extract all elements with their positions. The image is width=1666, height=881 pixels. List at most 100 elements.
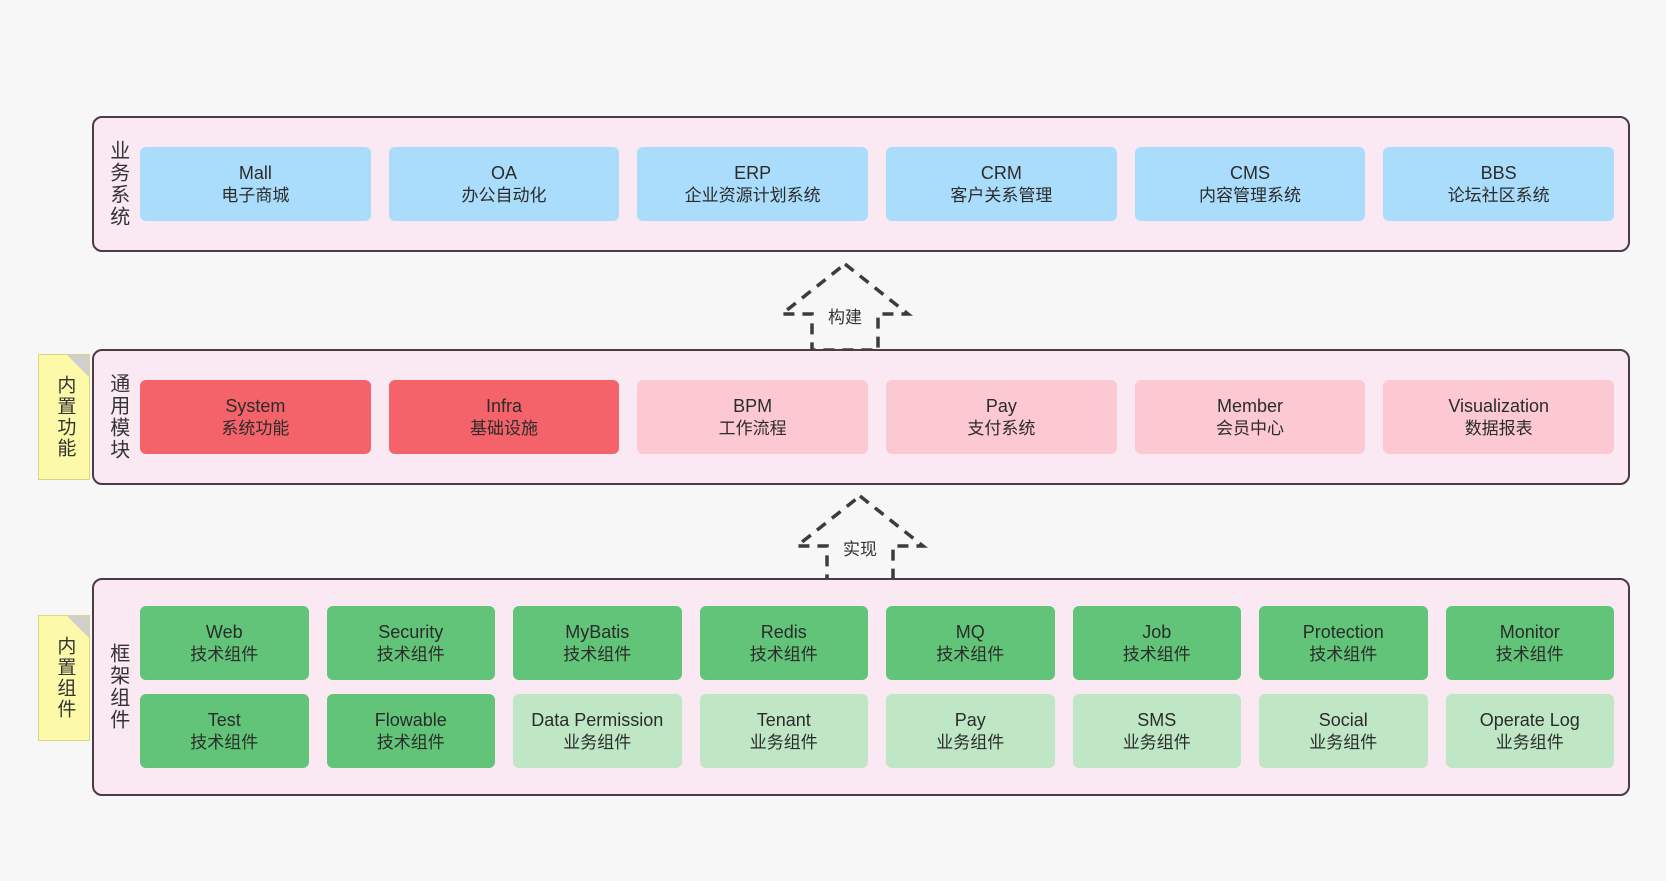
node-operate-log[interactable]: Operate Log 业务组件 bbox=[1445, 694, 1614, 768]
node-title: Tenant bbox=[756, 709, 811, 730]
node-test[interactable]: Test 技术组件 bbox=[140, 694, 309, 768]
node-mq[interactable]: MQ 技术组件 bbox=[886, 606, 1055, 680]
node-title: Infra bbox=[485, 395, 523, 416]
node-subtitle: 业务组件 bbox=[1495, 732, 1564, 752]
node-subtitle: 客户关系管理 bbox=[950, 185, 1053, 205]
node-social[interactable]: Social 业务组件 bbox=[1259, 694, 1428, 768]
node-title: Redis bbox=[760, 621, 807, 642]
node-subtitle: 技术组件 bbox=[376, 644, 445, 664]
layer-common-module-body: System 系统功能 Infra 基础设施 BPM 工作流程 Pay 支付系统… bbox=[140, 351, 1628, 483]
node-job[interactable]: Job 技术组件 bbox=[1072, 606, 1241, 680]
node-title: System bbox=[225, 395, 286, 416]
node-oa[interactable]: OA 办公自动化 bbox=[388, 147, 620, 221]
node-subtitle: 技术组件 bbox=[190, 732, 259, 752]
layer-common-module-title: 通用模块 bbox=[106, 373, 129, 461]
node-subtitle: 支付系统 bbox=[967, 418, 1036, 438]
node-subtitle: 技术组件 bbox=[936, 644, 1005, 664]
node-title: Job bbox=[1142, 621, 1172, 642]
node-title: CRM bbox=[980, 162, 1022, 183]
node-visualization[interactable]: Visualization 数据报表 bbox=[1383, 380, 1615, 454]
node-title: Data Permission bbox=[531, 709, 664, 730]
framework-node-row-1: Web 技术组件 Security 技术组件 MyBatis 技术组件 Redi… bbox=[140, 606, 1614, 680]
node-pay-module[interactable]: Pay 支付系统 bbox=[886, 380, 1117, 454]
connector-build-label: 构建 bbox=[828, 308, 862, 327]
node-subtitle: 论坛社区系统 bbox=[1447, 185, 1550, 205]
node-redis[interactable]: Redis 技术组件 bbox=[699, 606, 868, 680]
node-data-permission[interactable]: Data Permission 业务组件 bbox=[513, 694, 682, 768]
node-protection[interactable]: Protection 技术组件 bbox=[1259, 606, 1428, 680]
node-title: Test bbox=[207, 709, 241, 730]
node-sms[interactable]: SMS 业务组件 bbox=[1072, 694, 1241, 768]
connector-build: 构建 bbox=[760, 258, 930, 354]
node-infra[interactable]: Infra 基础设施 bbox=[388, 380, 620, 454]
node-subtitle: 企业资源计划系统 bbox=[684, 185, 821, 205]
node-monitor[interactable]: Monitor 技术组件 bbox=[1445, 606, 1614, 680]
node-subtitle: 会员中心 bbox=[1216, 418, 1285, 438]
common-node-row: System 系统功能 Infra 基础设施 BPM 工作流程 Pay 支付系统… bbox=[140, 380, 1615, 454]
node-title: OA bbox=[491, 162, 518, 183]
node-title: Visualization bbox=[1448, 395, 1550, 416]
node-title: Mall bbox=[238, 162, 272, 183]
node-subtitle: 业务组件 bbox=[1122, 732, 1191, 752]
node-system[interactable]: System 系统功能 bbox=[140, 380, 371, 454]
node-title: Monitor bbox=[1499, 621, 1560, 642]
note-builtin-features: 内置功能 bbox=[38, 354, 90, 480]
node-title: Pay bbox=[985, 395, 1017, 416]
node-title: Flowable bbox=[374, 709, 447, 730]
node-subtitle: 技术组件 bbox=[749, 644, 818, 664]
node-subtitle: 业务组件 bbox=[563, 732, 632, 752]
node-subtitle: 技术组件 bbox=[190, 644, 259, 664]
layer-framework-component: 框架组件 Web 技术组件 Security 技术组件 MyBatis 技术组件… bbox=[92, 578, 1630, 796]
node-title: MyBatis bbox=[565, 621, 630, 642]
node-title: MQ bbox=[955, 621, 985, 642]
connector-implement: 实现 bbox=[775, 490, 945, 586]
node-title: SMS bbox=[1137, 709, 1177, 730]
node-title: BPM bbox=[733, 395, 773, 416]
node-mybatis[interactable]: MyBatis 技术组件 bbox=[513, 606, 682, 680]
node-title: Pay bbox=[954, 709, 986, 730]
node-subtitle: 技术组件 bbox=[1309, 644, 1378, 664]
node-subtitle: 数据报表 bbox=[1464, 418, 1533, 438]
node-title: Operate Log bbox=[1479, 709, 1580, 730]
layer-business-system: 业务系统 Mall 电子商城 OA 办公自动化 ERP 企业资源计划系统 CRM bbox=[92, 116, 1630, 252]
node-bbs[interactable]: BBS 论坛社区系统 bbox=[1383, 147, 1615, 221]
node-subtitle: 业务组件 bbox=[749, 732, 818, 752]
node-subtitle: 工作流程 bbox=[718, 418, 787, 438]
node-subtitle: 业务组件 bbox=[1309, 732, 1378, 752]
node-title: Web bbox=[205, 621, 243, 642]
node-subtitle: 电子商城 bbox=[221, 185, 290, 205]
node-title: ERP bbox=[734, 162, 772, 183]
business-node-row: Mall 电子商城 OA 办公自动化 ERP 企业资源计划系统 CRM 客户关系… bbox=[140, 147, 1615, 221]
node-pay-component[interactable]: Pay 业务组件 bbox=[886, 694, 1055, 768]
node-title: Member bbox=[1217, 395, 1284, 416]
framework-node-row-2: Test 技术组件 Flowable 技术组件 Data Permission … bbox=[140, 694, 1614, 768]
node-title: Security bbox=[378, 621, 444, 642]
node-subtitle: 技术组件 bbox=[563, 644, 632, 664]
layer-business-system-title: 业务系统 bbox=[106, 140, 129, 228]
node-web[interactable]: Web 技术组件 bbox=[140, 606, 309, 680]
node-title: CMS bbox=[1230, 162, 1271, 183]
node-erp[interactable]: ERP 企业资源计划系统 bbox=[637, 147, 869, 221]
node-mall[interactable]: Mall 电子商城 bbox=[140, 147, 371, 221]
connector-implement-label: 实现 bbox=[843, 540, 877, 559]
node-subtitle: 技术组件 bbox=[376, 732, 445, 752]
node-title: BBS bbox=[1480, 162, 1517, 183]
node-subtitle: 内容管理系统 bbox=[1199, 185, 1302, 205]
layer-framework-component-body: Web 技术组件 Security 技术组件 MyBatis 技术组件 Redi… bbox=[140, 580, 1628, 794]
layer-common-module: 通用模块 System 系统功能 Infra 基础设施 BPM 工作流程 Pay bbox=[92, 349, 1630, 485]
node-crm[interactable]: CRM 客户关系管理 bbox=[886, 147, 1117, 221]
node-member[interactable]: Member 会员中心 bbox=[1134, 380, 1366, 454]
node-subtitle: 基础设施 bbox=[470, 418, 538, 438]
note-fold-corner bbox=[67, 616, 89, 638]
note-builtin-components: 内置组件 bbox=[38, 615, 90, 741]
node-title: Protection bbox=[1302, 621, 1384, 642]
node-tenant[interactable]: Tenant 业务组件 bbox=[699, 694, 868, 768]
node-bpm[interactable]: BPM 工作流程 bbox=[637, 380, 869, 454]
node-flowable[interactable]: Flowable 技术组件 bbox=[326, 694, 495, 768]
node-cms[interactable]: CMS 内容管理系统 bbox=[1134, 147, 1366, 221]
node-subtitle: 系统功能 bbox=[221, 418, 290, 438]
layer-business-system-body: Mall 电子商城 OA 办公自动化 ERP 企业资源计划系统 CRM 客户关系… bbox=[140, 118, 1628, 250]
node-security[interactable]: Security 技术组件 bbox=[326, 606, 495, 680]
node-subtitle: 业务组件 bbox=[936, 732, 1005, 752]
